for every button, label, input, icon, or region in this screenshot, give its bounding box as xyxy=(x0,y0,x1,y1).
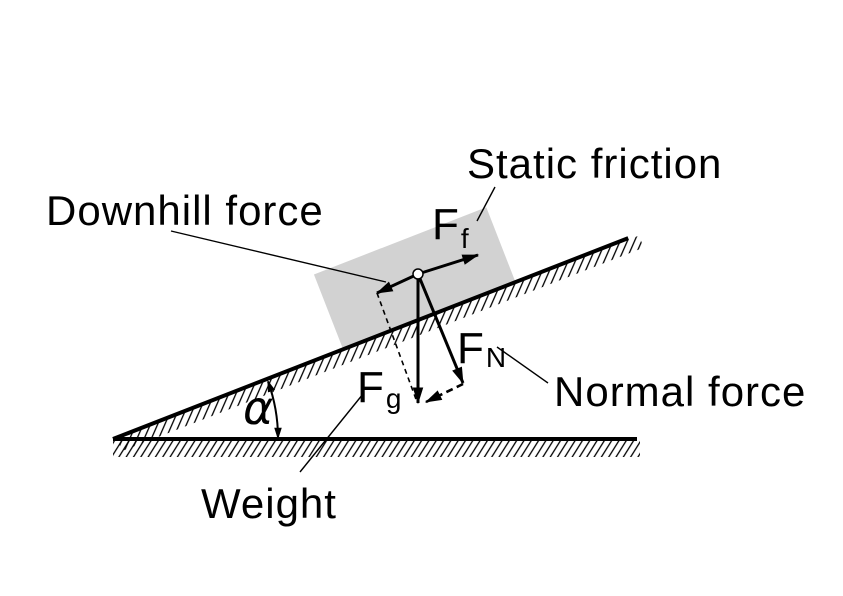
static-friction-leader-line xyxy=(476,186,496,222)
normal-force-symbol: FN xyxy=(457,324,506,373)
weight-leader-line xyxy=(299,393,364,473)
normal-symbol-sub: N xyxy=(486,342,506,373)
incline-surface-line xyxy=(112,236,629,441)
normal-force-leader-line xyxy=(496,346,549,384)
ground-hatching xyxy=(113,441,640,457)
parallelogram-dashed-arrow xyxy=(424,382,464,404)
downhill-force-vector xyxy=(375,272,419,295)
downhill-force-leader-line xyxy=(170,230,387,283)
weight-label: Weight xyxy=(201,480,337,527)
alpha-symbol: α xyxy=(243,381,273,435)
friction-symbol-main: F xyxy=(432,200,459,249)
force-origin-dot xyxy=(412,268,424,280)
weight-symbol-sub: g xyxy=(386,383,402,414)
friction-force-symbol: Ff xyxy=(432,200,469,254)
downhill-force-label: Downhill force xyxy=(46,187,324,234)
angle-arc xyxy=(267,379,282,440)
incline-hatching xyxy=(117,235,644,452)
weight-force-symbol: Fg xyxy=(357,363,401,414)
parallelogram-dashed-line xyxy=(376,292,418,403)
static-friction-vector xyxy=(417,253,480,276)
normal-force-vector xyxy=(416,273,465,385)
normal-symbol-main: F xyxy=(457,324,484,373)
static-friction-label: Static friction xyxy=(467,140,722,187)
friction-symbol-sub: f xyxy=(461,223,469,254)
weight-symbol-main: F xyxy=(357,363,384,412)
normal-force-label: Normal force xyxy=(554,368,806,415)
